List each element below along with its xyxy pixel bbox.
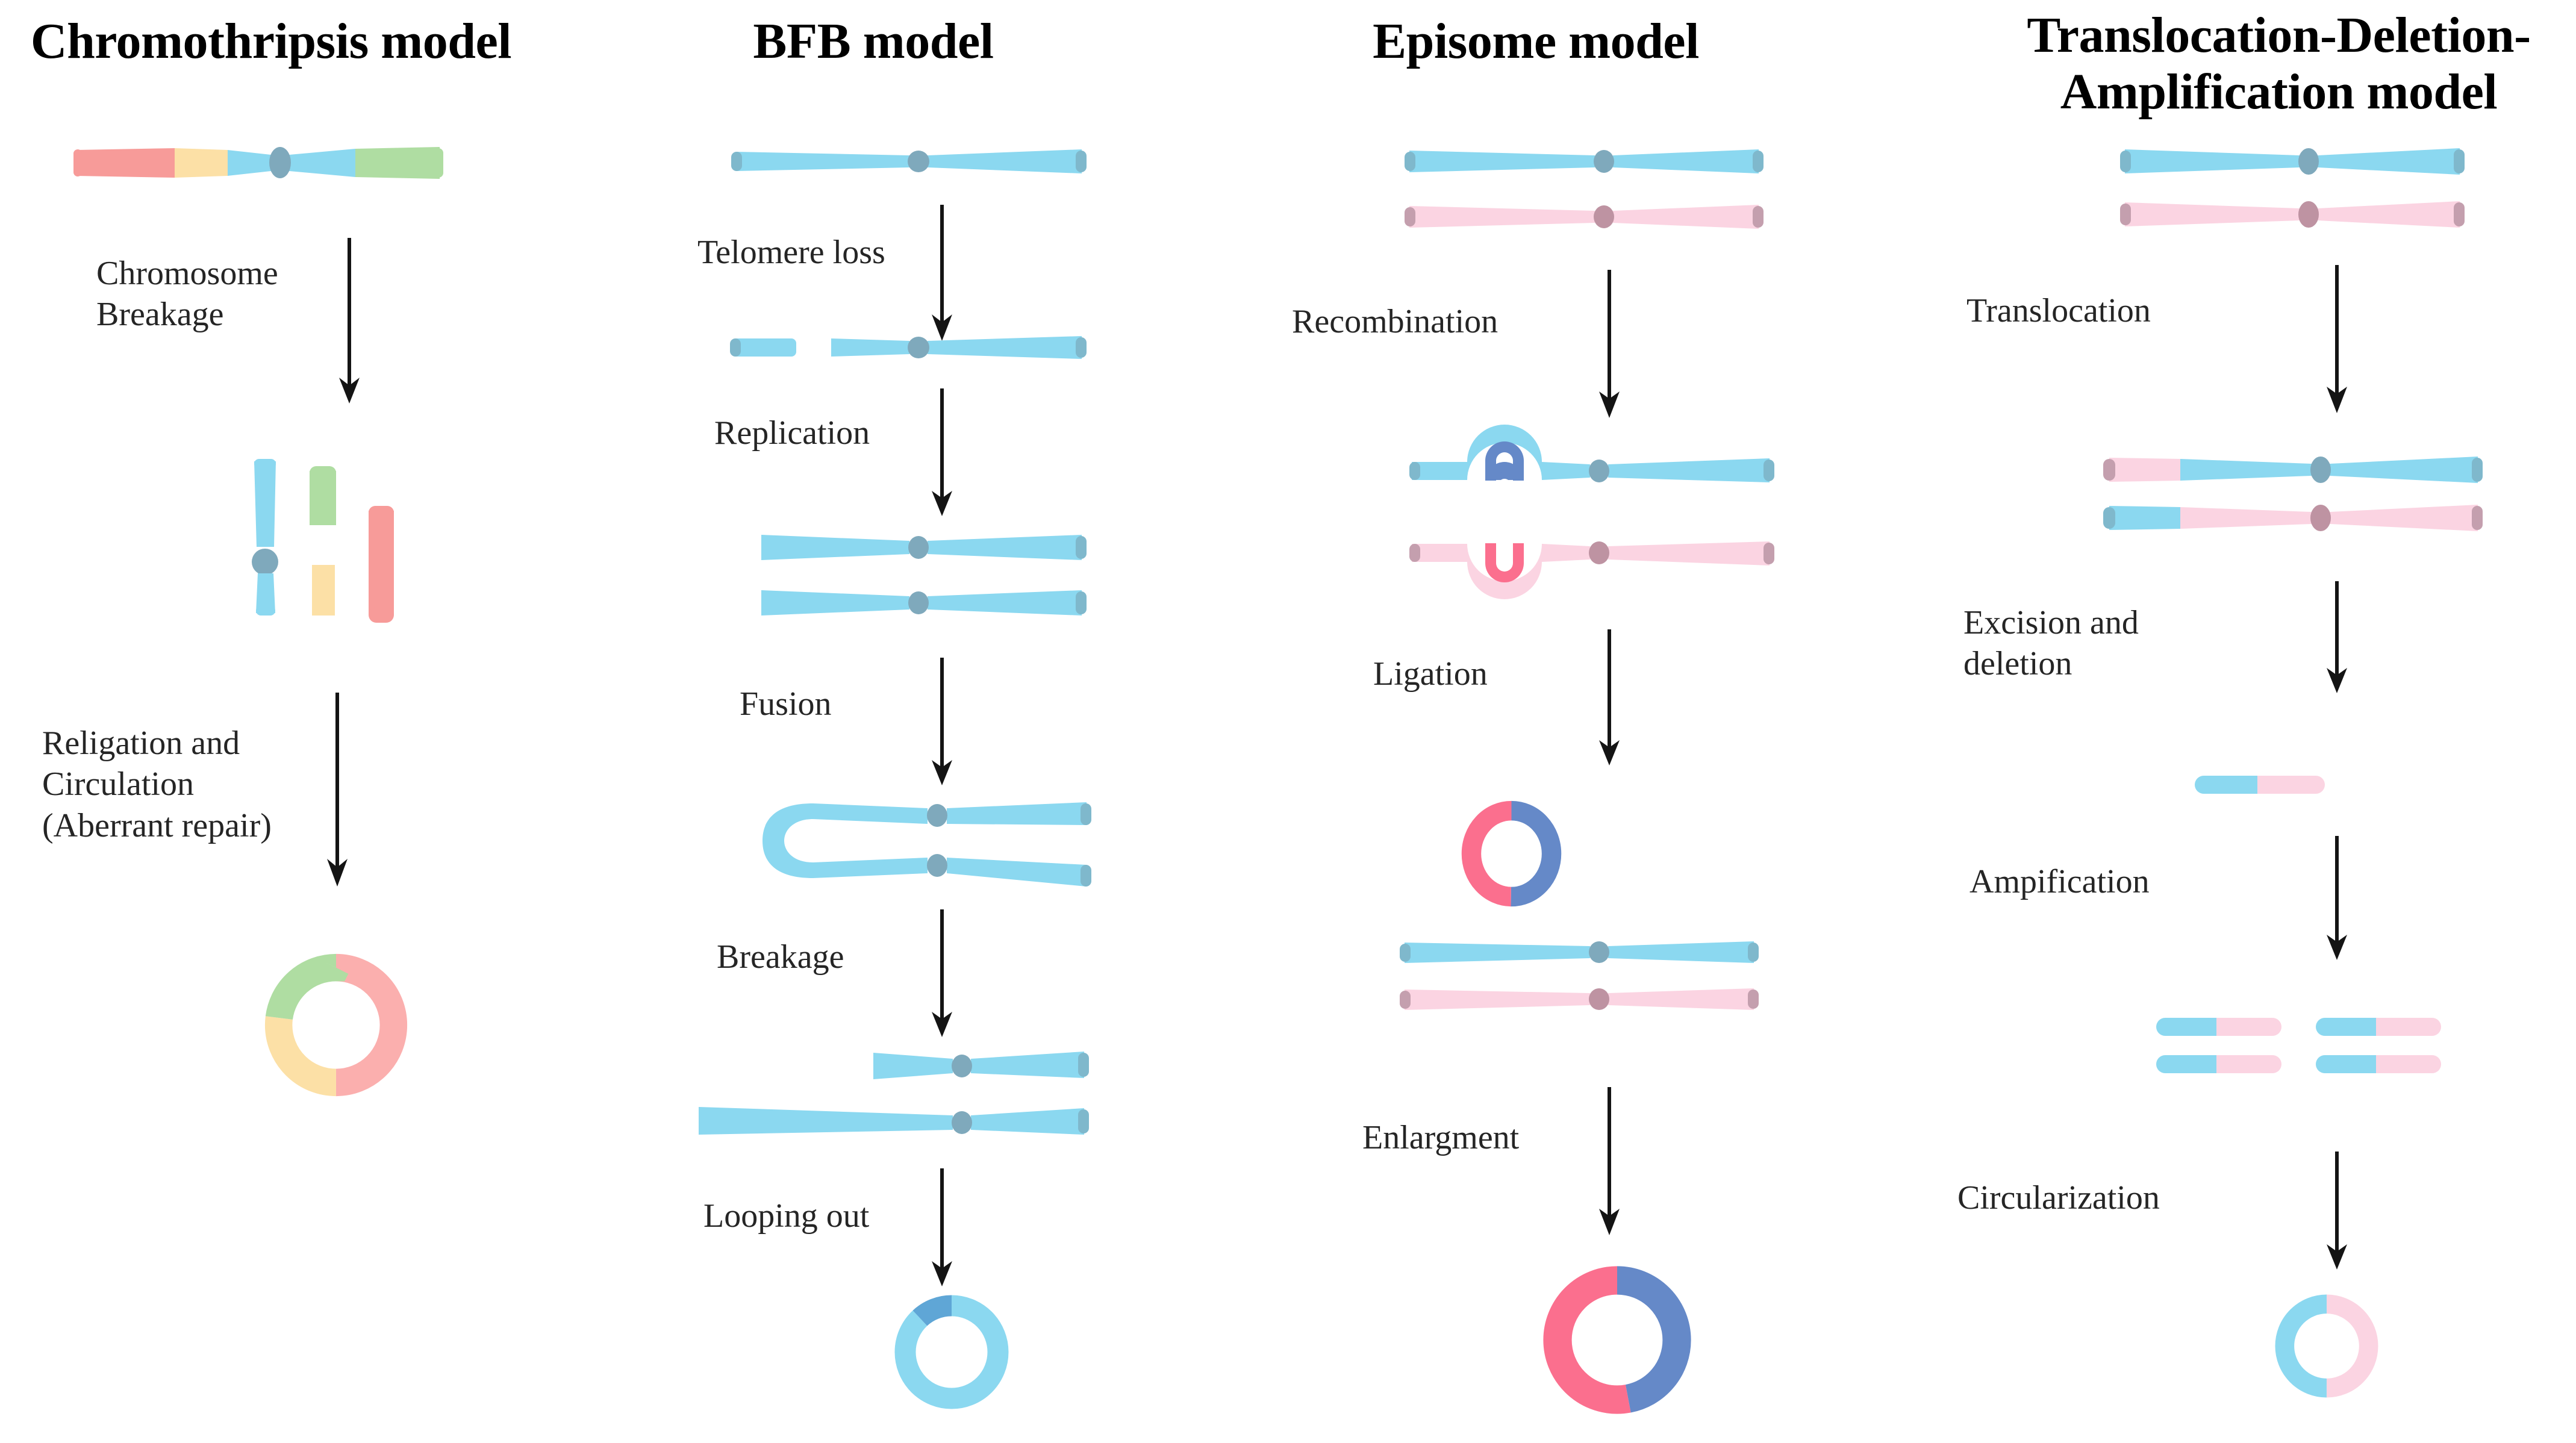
bfb-fused-chromatids <box>763 795 1096 909</box>
shattered-fragments <box>241 458 422 632</box>
column-title-bfb: BFB model <box>753 13 994 69</box>
episome-recombination-loops <box>1409 425 1783 599</box>
ecdna-ring-tda <box>2269 1289 2384 1403</box>
step-label-circularization: Circularization <box>1957 1179 2160 1217</box>
arrow-bfb-4 <box>930 909 954 1039</box>
episome-homolog-pair <box>1402 145 1770 241</box>
arrow-down-1 <box>337 238 361 407</box>
step-label-enlargment: Enlargment <box>1362 1119 1520 1156</box>
bfb-broken-unequal <box>693 1048 1093 1144</box>
ecdna-ring-bfb <box>888 1289 1015 1415</box>
column-bfb: BFB model Telomere loss Replication <box>632 0 1114 1443</box>
column-title-episome: Episome model <box>1373 13 1699 69</box>
step-label-fusion: Fusion <box>740 685 832 723</box>
step-label-recombination: Recombination <box>1292 303 1499 340</box>
arrow-epi-2 <box>1597 629 1621 768</box>
episome-pair-after-excision <box>1397 937 1765 1021</box>
step-label-breakage: Breakage <box>717 938 844 976</box>
bfb-telomere-lost <box>729 330 1090 364</box>
ecdna-ring-chromothripsis <box>258 947 414 1103</box>
bfb-replicated-pair <box>760 530 1091 626</box>
tda-amplified-fragments <box>2156 1018 2469 1084</box>
column-title-chromothripsis: Chromothripsis model <box>30 13 512 69</box>
step-label-ligation: Ligation <box>1373 655 1488 693</box>
step-label-translocation: Translocation <box>1966 292 2151 329</box>
step-label-looping-out: Looping out <box>703 1197 870 1235</box>
column-chromothripsis: Chromothripsis model Chromosome Breakage <box>0 0 542 1443</box>
arrow-epi-3 <box>1597 1087 1621 1238</box>
step-label-religation: Religation and Circulation (Aberrant rep… <box>42 725 272 844</box>
step-label-replication: Replication <box>714 414 870 452</box>
bfb-intact-chromosome <box>729 145 1090 178</box>
episome-enlarged-ring <box>1536 1259 1698 1421</box>
step-label-ampification: Ampification <box>1969 863 2150 900</box>
tda-excised-fragment <box>2194 772 2326 797</box>
arrow-tda-4 <box>2325 1152 2349 1272</box>
intact-banded-chromosome <box>72 142 446 184</box>
arrow-epi-1 <box>1597 270 1621 420</box>
arrow-bfb-3 <box>930 658 954 787</box>
column-translocation-deletion-amplification: Translocation-Deletion- Amplification mo… <box>1957 0 2576 1443</box>
tda-normal-pair <box>2119 145 2468 241</box>
step-label-telomere-loss: Telomere loss <box>697 234 885 271</box>
arrow-tda-3 <box>2325 836 2349 962</box>
tda-translocated-pair <box>2102 453 2487 543</box>
column-title-tda: Translocation-Deletion- Amplification mo… <box>2027 7 2531 120</box>
arrow-bfb-1 <box>930 205 954 343</box>
arrow-down-2 <box>325 693 349 891</box>
column-episome: Episome model Recombination <box>1292 0 1777 1443</box>
arrow-bfb-2 <box>930 388 954 518</box>
arrow-tda-2 <box>2325 581 2349 696</box>
arrow-bfb-5 <box>930 1168 954 1289</box>
episome-small-ring <box>1453 798 1570 909</box>
step-label-chromosome-breakage: Chromosome Breakage <box>96 255 278 334</box>
step-label-excision-and-deletion: Excision and deletion <box>1963 604 2139 683</box>
arrow-tda-1 <box>2325 265 2349 416</box>
